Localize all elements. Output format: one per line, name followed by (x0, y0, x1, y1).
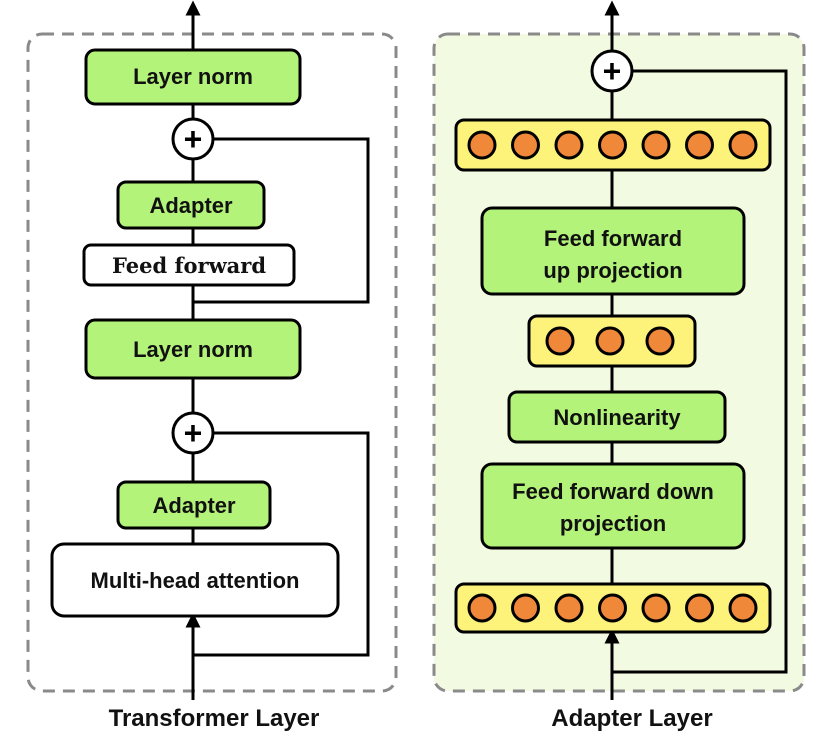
adapter-bottom-box (116, 480, 272, 530)
layer-norm-mid-label: Layer norm (133, 337, 253, 362)
adapter-top-label: Adapter (149, 193, 233, 218)
circle-node-icon (598, 593, 627, 623)
circle-node-icon (728, 593, 758, 623)
layer-norm-mid-box (84, 318, 302, 380)
multi-head-attention-label: Multi-head attention (91, 568, 300, 593)
circle-node-icon (554, 130, 584, 160)
plus-symbol: + (184, 415, 203, 451)
up-projection-label-line1: Feed forward (544, 226, 682, 251)
circle-node-icon (511, 593, 540, 623)
output-neurons (467, 130, 758, 160)
adapter-skip-connection (612, 69, 788, 674)
input-neurons (467, 593, 758, 623)
circle-node-icon (641, 593, 671, 623)
residual-connection-upper (193, 137, 370, 304)
down-projection-label-line2: projection (560, 511, 666, 536)
circle-node-icon (728, 130, 758, 160)
plus-circle-icon (171, 411, 215, 455)
adapter-top-box (116, 180, 266, 230)
bottleneck-neurons (545, 326, 675, 356)
plus-circle-icon (171, 117, 215, 161)
plus-symbol: + (603, 53, 622, 89)
adapter-caption: Adapter Layer (551, 705, 712, 732)
up-projection-box (480, 206, 746, 296)
circle-node-icon (545, 326, 575, 356)
feed-forward-label: Feed forward (112, 253, 266, 278)
transformer-caption: Transformer Layer (109, 705, 320, 732)
feed-forward-box (82, 243, 296, 287)
layer-norm-top-label: Layer norm (133, 64, 253, 89)
circle-node-icon (645, 326, 675, 356)
plus-circle-icon (590, 49, 634, 93)
plus-symbol: + (184, 121, 203, 157)
nonlinearity-label: Nonlinearity (553, 405, 681, 430)
down-projection-box (480, 462, 746, 550)
adapter-bottom-label: Adapter (152, 493, 236, 518)
circle-node-icon (467, 593, 497, 623)
circle-node-icon (467, 130, 497, 160)
circle-node-icon (685, 130, 714, 160)
circle-node-icon (598, 130, 627, 160)
circle-node-icon (685, 593, 714, 623)
circle-node-icon (641, 130, 671, 160)
circle-node-icon (511, 130, 540, 160)
circle-node-icon (595, 326, 625, 356)
transformer-panel (26, 32, 398, 693)
nonlinearity-box (507, 390, 727, 444)
up-projection-label-line2: up projection (543, 258, 682, 283)
multi-head-attention-box (50, 542, 340, 618)
circle-node-icon (554, 593, 584, 623)
layer-norm-top-box (84, 48, 302, 106)
residual-connection-lower (193, 431, 370, 657)
down-projection-label-line1: Feed forward down (512, 479, 714, 504)
